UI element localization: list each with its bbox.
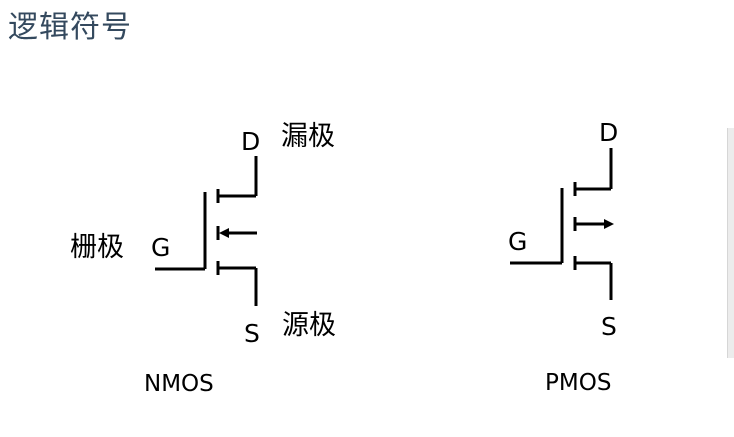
- pmos-symbol: [510, 148, 614, 300]
- nmos-caption: NMOS: [144, 371, 214, 397]
- nmos-label-source: 源极: [282, 310, 336, 341]
- pmos-pin-d: D: [599, 118, 618, 147]
- nmos-arrow-head: [219, 228, 229, 238]
- pmos-pin-g: G: [508, 227, 527, 256]
- nmos-label-drain: 漏极: [281, 121, 335, 152]
- nmos-pin-s: S: [244, 319, 260, 348]
- nmos-pin-g: G: [151, 233, 170, 262]
- pmos-arrow-head: [604, 219, 614, 229]
- nmos-pin-d: D: [241, 127, 260, 156]
- nmos-symbol: [155, 156, 258, 306]
- nmos-label-gate: 栅极: [70, 232, 124, 263]
- pmos-caption: PMOS: [545, 370, 611, 396]
- scrollbar-edge[interactable]: [727, 128, 734, 358]
- pmos-pin-s: S: [601, 312, 617, 341]
- page-title: 逻辑符号: [8, 10, 132, 45]
